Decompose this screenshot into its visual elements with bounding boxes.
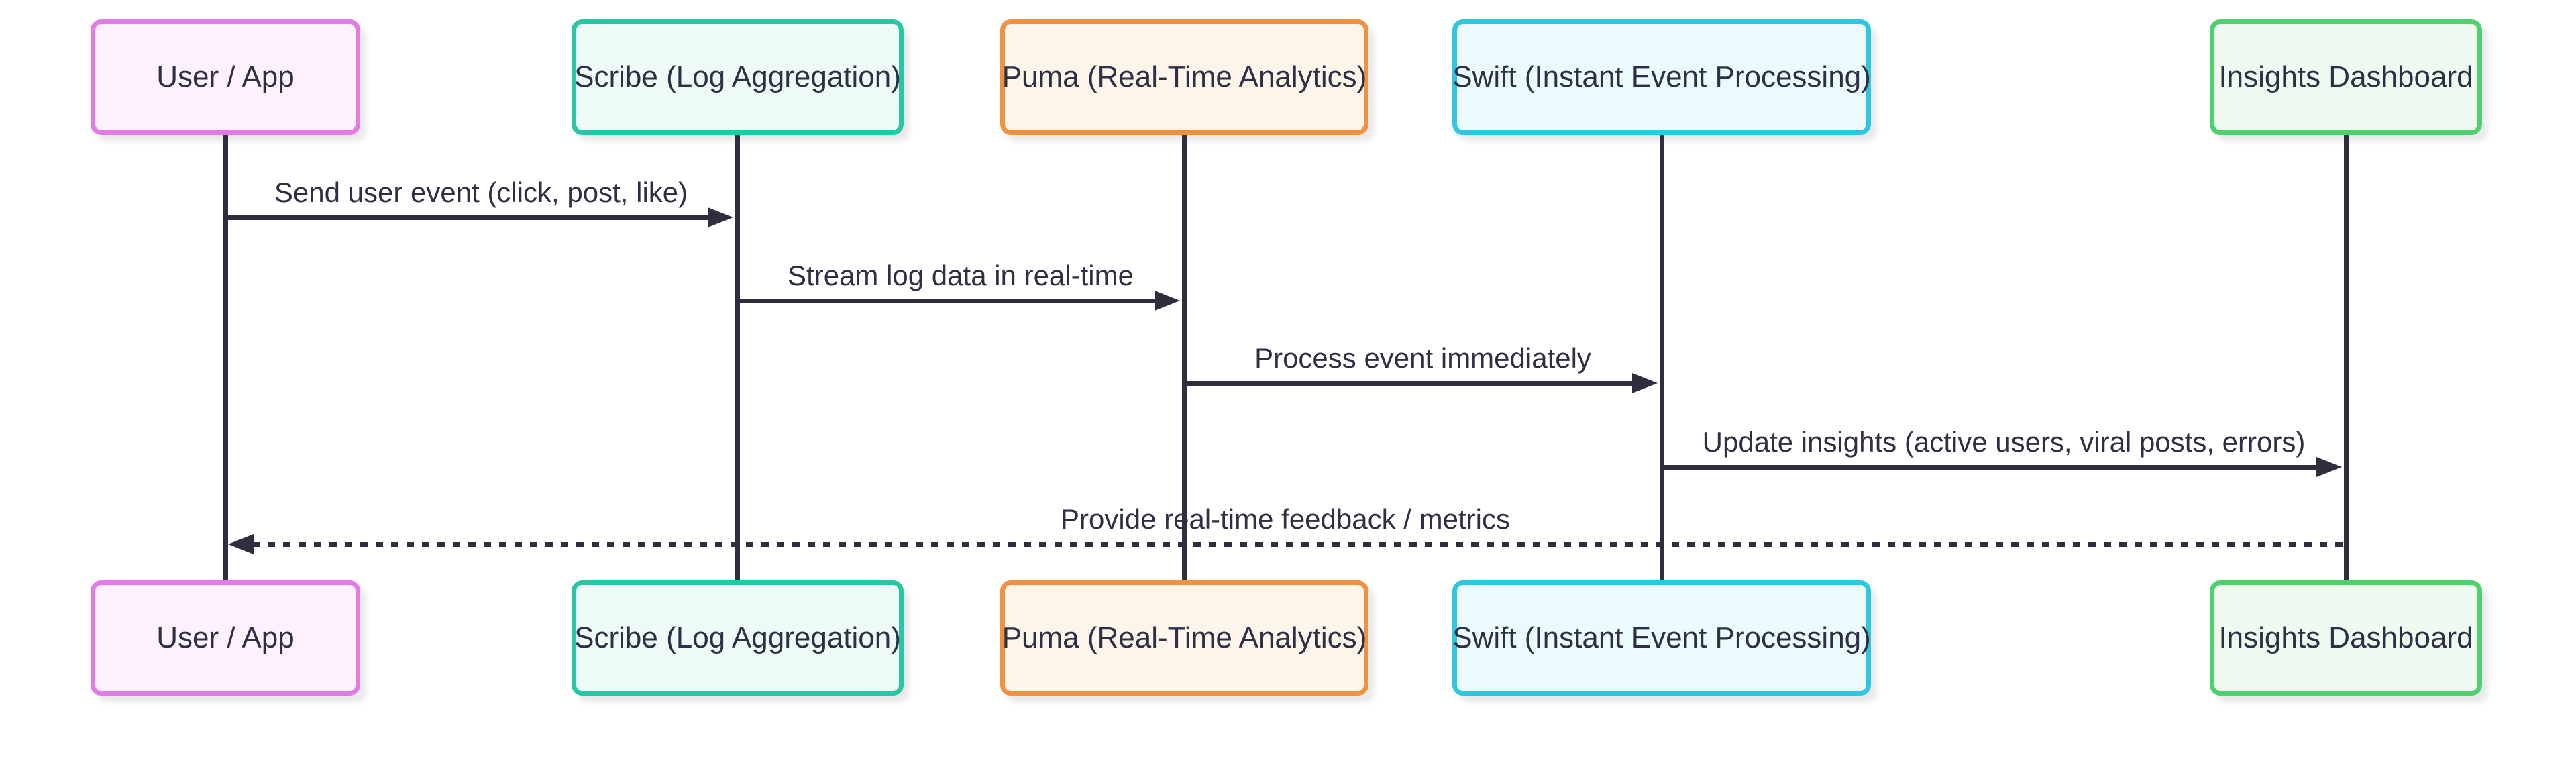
actor-label: Scribe (Log Aggregation) [574, 60, 901, 93]
arrowhead-right-icon [708, 207, 733, 227]
actor-label: Swift (Instant Event Processing) [1452, 621, 1871, 654]
actor-bottom-user-app: User / App [91, 580, 360, 696]
arrowhead-right-icon [2316, 457, 2342, 477]
actor-label: Insights Dashboard [2218, 621, 2473, 654]
lifeline-puma [1182, 135, 1187, 580]
lifeline-scribe [735, 135, 740, 580]
actor-label: Puma (Real-Time Analytics) [1002, 60, 1367, 93]
message-label: Provide real-time feedback / metrics [1061, 503, 1510, 535]
message-line [225, 215, 713, 220]
message-label: Send user event (click, post, like) [274, 176, 688, 208]
actor-label: Swift (Instant Event Processing) [1452, 60, 1871, 93]
actor-label: Puma (Real-Time Analytics) [1002, 621, 1367, 654]
actor-bottom-insights-dashboard: Insights Dashboard [2210, 580, 2482, 696]
actor-top-swift: Swift (Instant Event Processing) [1452, 19, 1871, 135]
lifeline-user-app [223, 135, 228, 580]
actor-label: User / App [156, 621, 294, 654]
actor-top-user-app: User / App [91, 19, 360, 135]
message-line [1184, 381, 1639, 386]
lifeline-insights-dashboard [2344, 135, 2349, 580]
actor-label: Scribe (Log Aggregation) [574, 621, 901, 654]
message-line-dotted [252, 542, 2346, 547]
arrowhead-left-icon [228, 534, 254, 554]
actor-bottom-swift: Swift (Instant Event Processing) [1452, 580, 1871, 696]
actor-label: User / App [156, 60, 294, 93]
message-label: Update insights (active users, viral pos… [1702, 426, 2306, 458]
actor-top-puma: Puma (Real-Time Analytics) [1000, 19, 1368, 135]
actor-bottom-scribe: Scribe (Log Aggregation) [572, 580, 904, 696]
message-label: Process event immediately [1254, 342, 1591, 374]
arrowhead-right-icon [1632, 373, 1658, 393]
message-label: Stream log data in real-time [788, 260, 1134, 291]
arrowhead-right-icon [1155, 291, 1180, 311]
actor-bottom-puma: Puma (Real-Time Analytics) [1000, 580, 1368, 696]
message-line [1662, 465, 2323, 470]
actor-top-scribe: Scribe (Log Aggregation) [572, 19, 904, 135]
lifeline-swift [1660, 135, 1664, 580]
actor-label: Insights Dashboard [2218, 60, 2473, 93]
actor-top-insights-dashboard: Insights Dashboard [2210, 19, 2482, 135]
message-line [737, 299, 1161, 303]
